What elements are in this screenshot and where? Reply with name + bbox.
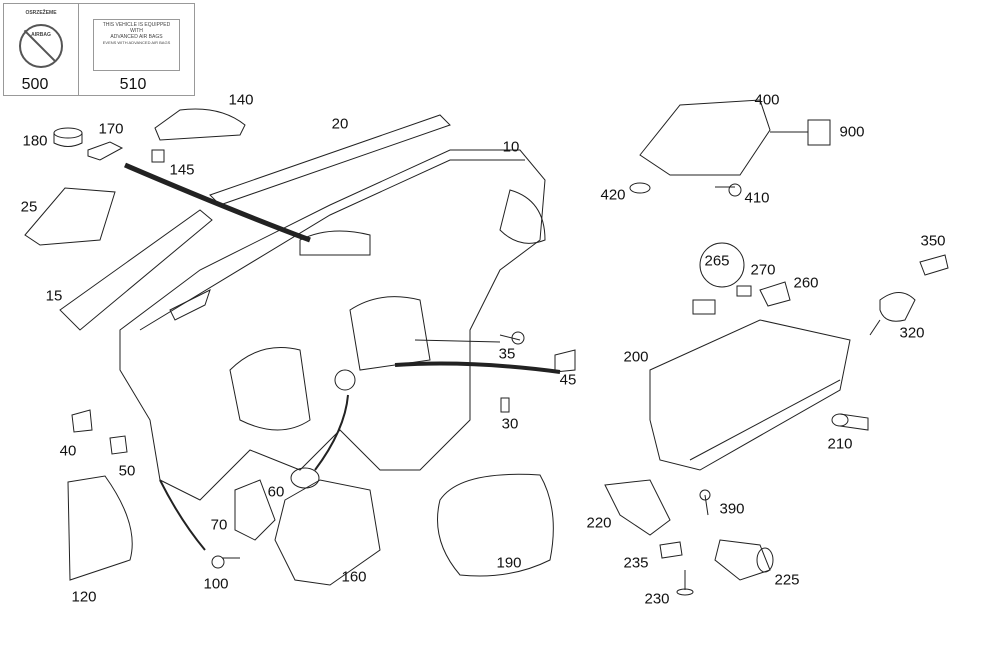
part-label-390[interactable]: 390 bbox=[719, 500, 745, 518]
part-label-900[interactable]: 900 bbox=[839, 123, 865, 141]
side-panel-120 bbox=[67, 475, 133, 581]
arrow-170 bbox=[124, 162, 311, 243]
glovebox bbox=[649, 319, 851, 471]
arrow-100 bbox=[159, 479, 206, 551]
part-label-500[interactable]: 500 bbox=[21, 76, 49, 93]
notice-line-1: THIS VEHICLE IS EQUIPPED WITH bbox=[102, 22, 171, 34]
part-label-210[interactable]: 210 bbox=[827, 435, 853, 453]
part-label-40[interactable]: 40 bbox=[59, 442, 77, 460]
left-trim bbox=[59, 209, 213, 331]
part-label-120[interactable]: 120 bbox=[71, 588, 97, 606]
part-label-45[interactable]: 45 bbox=[559, 371, 577, 389]
upper-trim bbox=[209, 114, 451, 206]
arrow-60 bbox=[314, 394, 349, 471]
part-label-180[interactable]: 180 bbox=[22, 132, 48, 150]
part-label-225[interactable]: 225 bbox=[774, 571, 800, 589]
notice-line-3: EVENS WITH ADVANCED AIR BAGS bbox=[102, 40, 171, 45]
notice-label-510: THIS VEHICLE IS EQUIPPED WITH ADVANCED A… bbox=[78, 3, 195, 96]
no-child-seat-icon: AIRBAG bbox=[19, 24, 63, 68]
part-label-15[interactable]: 15 bbox=[45, 287, 63, 305]
part-label-100[interactable]: 100 bbox=[203, 575, 229, 593]
vent-opening bbox=[299, 230, 371, 256]
part-label-145[interactable]: 145 bbox=[169, 161, 195, 179]
part-label-50[interactable]: 50 bbox=[118, 462, 136, 480]
part-label-350[interactable]: 350 bbox=[920, 232, 946, 250]
instrument-cluster-190 bbox=[437, 473, 554, 577]
arrow-45 bbox=[394, 361, 561, 374]
part-label-235[interactable]: 235 bbox=[623, 554, 649, 572]
part-label-410[interactable]: 410 bbox=[744, 189, 770, 207]
warning-label-500: OSRZEŽEME AIRBAG bbox=[3, 3, 79, 96]
part-label-265[interactable]: 265 bbox=[704, 252, 730, 270]
part-label-220[interactable]: 220 bbox=[586, 514, 612, 532]
part-label-10[interactable]: 10 bbox=[502, 138, 520, 156]
part-label-320[interactable]: 320 bbox=[899, 324, 925, 342]
airbag-module bbox=[639, 99, 771, 176]
part-label-510[interactable]: 510 bbox=[119, 76, 147, 93]
airbag-word: AIRBAG bbox=[31, 32, 51, 38]
part-label-200[interactable]: 200 bbox=[623, 348, 649, 366]
part-label-30[interactable]: 30 bbox=[501, 415, 519, 433]
part-label-230[interactable]: 230 bbox=[644, 590, 670, 608]
part-label-160[interactable]: 160 bbox=[341, 568, 367, 586]
part-label-20[interactable]: 20 bbox=[331, 115, 349, 133]
dashboard-panel bbox=[119, 149, 546, 501]
cluster-hood-160 bbox=[274, 479, 381, 586]
part-label-170[interactable]: 170 bbox=[98, 120, 124, 138]
part-label-400[interactable]: 400 bbox=[754, 91, 780, 109]
part-label-270[interactable]: 270 bbox=[750, 261, 776, 279]
cover-140 bbox=[154, 108, 246, 141]
part-label-420[interactable]: 420 bbox=[600, 186, 626, 204]
part-label-25[interactable]: 25 bbox=[20, 198, 38, 216]
part-label-60[interactable]: 60 bbox=[267, 483, 285, 501]
part-label-260[interactable]: 260 bbox=[793, 274, 819, 292]
part-label-70[interactable]: 70 bbox=[210, 516, 228, 534]
part-label-35[interactable]: 35 bbox=[498, 345, 516, 363]
warning-title: OSRZEŽEME bbox=[25, 10, 57, 16]
part-label-190[interactable]: 190 bbox=[496, 554, 522, 572]
part-label-140[interactable]: 140 bbox=[228, 91, 254, 109]
notice-line-2: ADVANCED AIR BAGS bbox=[110, 34, 163, 40]
